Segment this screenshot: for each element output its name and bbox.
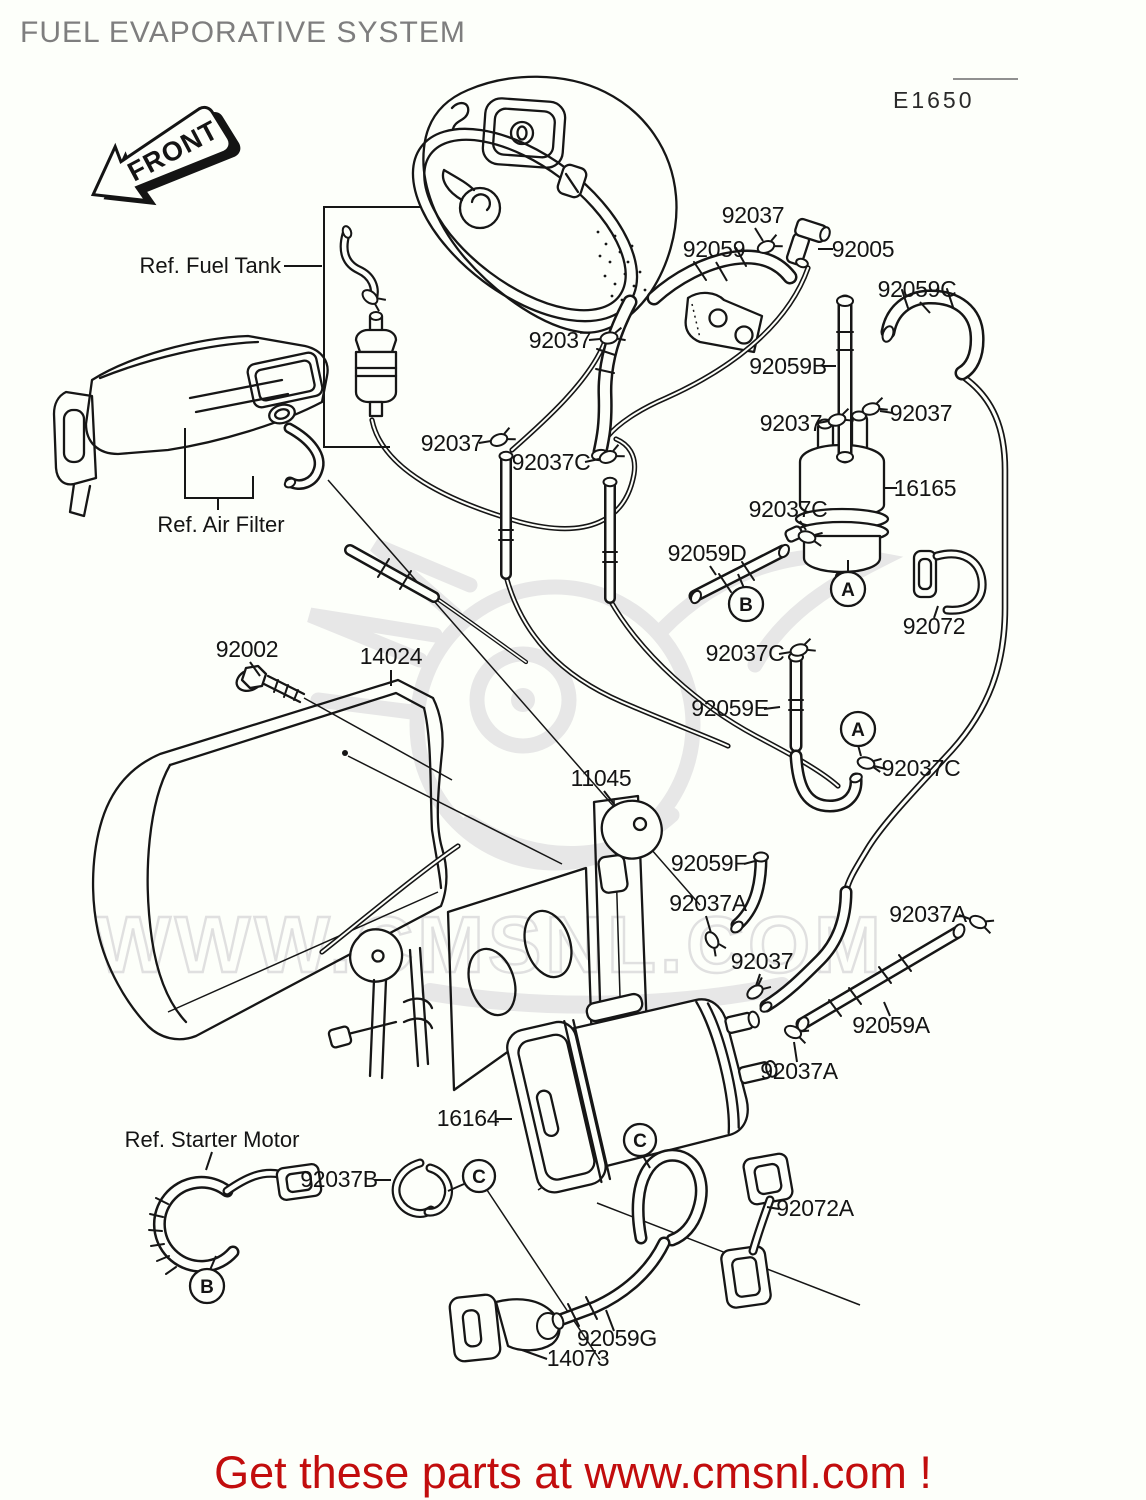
front-arrow: FRONT bbox=[90, 105, 241, 206]
circled-letter: B bbox=[739, 595, 753, 616]
circled-ref-b-ring: B bbox=[188, 1267, 226, 1305]
part-label-92037-filter-right: 92037 bbox=[890, 400, 952, 426]
cover-14024 bbox=[91, 678, 448, 1041]
joint-14073 bbox=[448, 1293, 561, 1363]
hose-sleeve-marks bbox=[377, 247, 954, 1327]
circled-letter: A bbox=[841, 580, 855, 601]
part-label-92037c-elbow: 92037C bbox=[706, 640, 785, 666]
part-label-16165: 16165 bbox=[894, 475, 956, 501]
hose-tips bbox=[283, 225, 966, 1330]
part-label-92059g: 92059G bbox=[577, 1325, 657, 1351]
bracket-92072 bbox=[912, 551, 982, 610]
clip-92037b bbox=[391, 1158, 453, 1218]
part-label-92037-tank-bottom: 92037 bbox=[529, 327, 591, 353]
inline-filter bbox=[354, 311, 398, 418]
circled-letter: C bbox=[472, 1167, 486, 1188]
part-label-11045: 11045 bbox=[571, 765, 632, 791]
canister-nipples bbox=[724, 1010, 778, 1085]
tank-latch bbox=[556, 163, 588, 199]
air-filter-flange bbox=[52, 390, 98, 518]
part-label-92059b: 92059B bbox=[749, 353, 827, 379]
tank-shading-dots bbox=[596, 230, 647, 302]
part-label-92002: 92002 bbox=[216, 636, 278, 662]
separator-16165 bbox=[784, 410, 890, 594]
part-label-92059f: 92059F bbox=[671, 850, 747, 876]
circled-ref-a-mid: A bbox=[839, 710, 877, 748]
part-label-92037-tank-top: 92037 bbox=[722, 202, 784, 228]
watermark-text: WWW.CMSNL.COM bbox=[95, 900, 885, 989]
bolt-92002 bbox=[235, 664, 306, 704]
part-label-92037a-left: 92037A bbox=[669, 890, 747, 916]
circled-letter: B bbox=[200, 1277, 214, 1298]
part-label-92037c-lower: 92037C bbox=[882, 755, 961, 781]
part-label-92037c-separator: 92037C bbox=[749, 496, 828, 522]
circled-ref-b-hose-d: B bbox=[727, 585, 765, 623]
part-label-92037a-bottom: 92037A bbox=[760, 1058, 838, 1084]
diagram-code: E1650 bbox=[893, 87, 975, 113]
part-label-92037b: 92037B bbox=[300, 1166, 378, 1192]
circled-ref-c-hose-g: C bbox=[622, 1122, 658, 1158]
page-title: FUEL EVAPORATIVE SYSTEM bbox=[20, 16, 466, 49]
part-label-14024: 14024 bbox=[360, 643, 423, 669]
part-label-92059a: 92059A bbox=[852, 1012, 930, 1038]
part-label-92072a: 92072A bbox=[776, 1195, 854, 1221]
ref-label-air-filter: Ref. Air Filter bbox=[157, 512, 284, 537]
part-label-92059: 92059 bbox=[683, 236, 745, 262]
starter-ring bbox=[148, 1162, 323, 1275]
part-label-92005: 92005 bbox=[832, 236, 894, 262]
part-number-labels: 92037 92059 92005 92059C 92037 92059B 92… bbox=[216, 202, 968, 1371]
circled-refs: A B A C C B bbox=[188, 570, 877, 1305]
banner-link[interactable]: Get these parts at www.cmsnl.com ! bbox=[214, 1447, 932, 1498]
leader-lines bbox=[184, 78, 1018, 1360]
tank-mount-bracket bbox=[684, 291, 764, 354]
ref-label-starter-motor: Ref. Starter Motor bbox=[125, 1127, 300, 1152]
part-label-92037-pipe: 92037 bbox=[421, 430, 483, 456]
circled-ref-a-separator: A bbox=[829, 570, 867, 608]
canister-16164 bbox=[506, 992, 778, 1194]
part-label-92037a-right: 92037A bbox=[889, 901, 967, 927]
circled-ref-c-clip: C bbox=[461, 1158, 497, 1194]
part-label-92037-canister: 92037 bbox=[731, 948, 793, 974]
valve-bracket-cluster bbox=[322, 846, 594, 1092]
circled-letter: C bbox=[633, 1131, 647, 1152]
strap-92072a bbox=[720, 1152, 794, 1309]
fitting-92005 bbox=[785, 217, 831, 269]
part-label-92059d: 92059D bbox=[668, 540, 747, 566]
reference-labels: Ref. Fuel Tank Ref. Air Filter Ref. Star… bbox=[125, 253, 300, 1152]
part-label-92059e: 92059E bbox=[691, 695, 769, 721]
tank-emblem bbox=[441, 168, 502, 230]
part-label-92037-filter-left: 92037 bbox=[760, 410, 822, 436]
part-label-14073: 14073 bbox=[547, 1345, 609, 1371]
part-label-16164: 16164 bbox=[437, 1105, 500, 1131]
front-arrow-body bbox=[90, 105, 232, 203]
air-filter bbox=[52, 334, 329, 518]
circled-letter: A bbox=[851, 720, 865, 741]
part-label-92059c: 92059C bbox=[878, 276, 957, 302]
part-label-92037c-pipe: 92037C bbox=[512, 449, 591, 475]
part-label-92072: 92072 bbox=[903, 613, 965, 639]
ref-label-fuel-tank: Ref. Fuel Tank bbox=[140, 253, 282, 278]
